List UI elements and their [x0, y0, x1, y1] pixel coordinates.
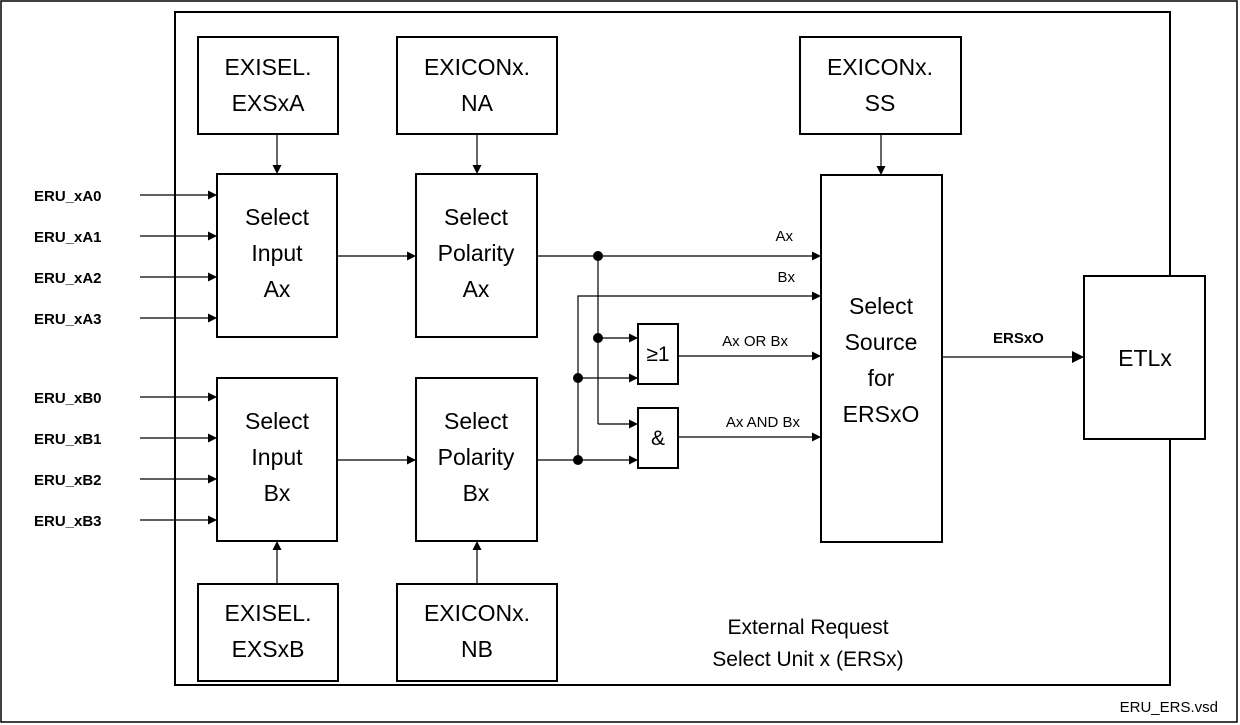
svg-text:Bx: Bx [463, 480, 490, 506]
junction-dot [593, 251, 603, 261]
svg-text:EXICONx.: EXICONx. [827, 54, 933, 80]
input-label-xa2: ERU_xA2 [34, 270, 102, 287]
input-label-xb2: ERU_xB2 [34, 472, 102, 489]
input-bx-lines [140, 392, 217, 525]
select-polarity-ax-block: Select Polarity Ax [415, 173, 538, 338]
svg-text:ETLx: ETLx [1118, 345, 1172, 371]
input-label-xa1: ERU_xA1 [34, 229, 102, 246]
svg-text:Polarity: Polarity [438, 240, 515, 266]
svg-text:&: & [651, 427, 665, 450]
svg-text:Input: Input [251, 444, 303, 470]
and-gate: & [637, 407, 679, 469]
svg-text:EXSxA: EXSxA [232, 90, 306, 116]
select-input-bx-block: Select Input Bx [216, 377, 338, 542]
input-label-xa0: ERU_xA0 [34, 188, 102, 205]
svg-text:EXSxB: EXSxB [232, 636, 305, 662]
exisel-exsxa-register: EXISEL. EXSxA [197, 36, 339, 135]
svg-text:EXICONx.: EXICONx. [424, 54, 530, 80]
signal-label-ax: Ax [775, 228, 793, 245]
svg-text:Select: Select [444, 204, 509, 230]
svg-text:≥1: ≥1 [646, 343, 669, 366]
unit-subtitle: Select Unit x (ERSx) [712, 648, 903, 671]
junction-dot [593, 333, 603, 343]
select-input-ax-block: Select Input Ax [216, 173, 338, 338]
svg-text:for: for [868, 365, 895, 391]
junction-dot [573, 455, 583, 465]
svg-text:Select: Select [849, 293, 914, 319]
svg-text:NA: NA [461, 90, 494, 116]
select-polarity-bx-block: Select Polarity Bx [415, 377, 538, 542]
junction-dot [573, 373, 583, 383]
signal-label-ax-and-bx: Ax AND Bx [726, 414, 801, 431]
input-label-xb3: ERU_xB3 [34, 513, 102, 530]
svg-text:EXISEL.: EXISEL. [225, 600, 312, 626]
exisel-exsxb-register: EXISEL. EXSxB [197, 583, 339, 682]
svg-text:Ax: Ax [463, 276, 490, 302]
bx-signal-wires [537, 291, 821, 465]
svg-text:Source: Source [845, 329, 918, 355]
svg-text:Select: Select [245, 408, 310, 434]
svg-text:Select: Select [444, 408, 509, 434]
select-source-block: Select Source for ERSxO [820, 174, 943, 543]
or-gate: ≥1 [637, 323, 679, 385]
ers-unit-border [174, 11, 1171, 686]
svg-text:EXISEL.: EXISEL. [225, 54, 312, 80]
file-name-label: ERU_ERS.vsd [1120, 699, 1218, 716]
signal-label-bx: Bx [777, 269, 795, 286]
input-label-xb1: ERU_xB1 [34, 431, 102, 448]
input-label-xb0: ERU_xB0 [34, 390, 102, 407]
signal-label-ax-or-bx: Ax OR Bx [722, 333, 788, 350]
signal-label-ersxo: ERSxO [993, 330, 1044, 347]
input-label-xa3: ERU_xA3 [34, 311, 102, 328]
svg-text:NB: NB [461, 636, 493, 662]
input-ax-lines [140, 190, 217, 323]
unit-title: External Request [727, 616, 888, 639]
etlx-block: ETLx [1083, 275, 1206, 440]
svg-text:Select: Select [245, 204, 310, 230]
svg-text:EXICONx.: EXICONx. [424, 600, 530, 626]
svg-text:SS: SS [865, 90, 896, 116]
exiconx-nb-register: EXICONx. NB [396, 583, 558, 682]
svg-text:Bx: Bx [264, 480, 291, 506]
svg-text:ERSxO: ERSxO [843, 401, 920, 427]
svg-text:Polarity: Polarity [438, 444, 515, 470]
exiconx-na-register: EXICONx. NA [396, 36, 558, 135]
svg-text:Input: Input [251, 240, 303, 266]
exiconx-ss-register: EXICONx. SS [799, 36, 962, 135]
svg-text:Ax: Ax [264, 276, 291, 302]
